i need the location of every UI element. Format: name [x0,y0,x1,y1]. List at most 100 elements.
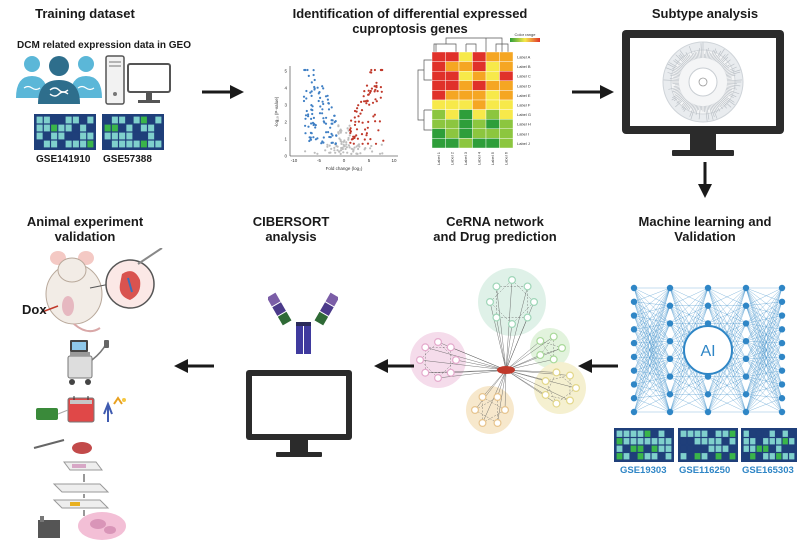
nn-edge [745,343,783,413]
nn-edge [745,287,783,395]
volcano-xlabel: Fold change (log₂) [326,166,363,171]
volcano-point [342,151,345,154]
heatmap-cell [445,80,460,91]
nn-node [666,284,674,292]
circos-tick [706,105,710,120]
heatmap-cell [445,99,460,110]
volcano-point [365,102,368,105]
nn-edge [745,358,783,413]
nn-node [704,284,712,292]
volcano-point [327,102,330,105]
circos-tick [725,90,733,94]
grid-cell [133,132,140,140]
volcano-point [344,147,347,151]
grid-cell [776,453,782,460]
nn-edge [633,287,671,342]
volcano-point [339,131,342,134]
circos-tick [667,63,682,72]
nn-edge [707,394,747,413]
volcano-xtick-label: -10 [291,158,298,163]
grid-cell [148,132,155,140]
grid-cell [51,124,58,132]
volcano-point [373,68,376,72]
nn-edge [633,329,671,342]
volcano-point [370,71,373,74]
grid-cell [43,116,50,124]
neural-network: AI [630,284,786,416]
cerna-edge [545,372,557,396]
nn-node [630,408,638,416]
grid-cell [750,438,756,445]
volcano-point [370,144,373,148]
volcano-point [324,95,328,98]
volcano-point [379,96,382,99]
grid-cell [637,453,644,460]
nn-edge [745,342,783,377]
computer-icon [105,55,171,105]
nn-node [704,373,712,380]
cerna-edge [474,409,498,424]
volcano-point [343,139,346,142]
volcano-point [369,147,372,150]
cerna-edge [489,301,513,325]
circos-tick [663,79,680,82]
volcano-point [354,120,357,123]
nn-edge [745,376,783,399]
cibersort-title-line1: CIBERSORT [252,214,330,229]
circos-tick [722,64,730,70]
grid-cell [126,132,133,140]
grid-cell [133,140,140,148]
circos-tick [667,72,680,77]
nn-edge [633,356,671,395]
animal-title-line2: validation [54,229,116,244]
arrow-right-icon [572,85,614,99]
circos-tick [714,50,722,62]
cerna-node [446,368,455,377]
circos-tick [673,85,680,87]
grid-cell [51,116,58,124]
nn-edge [745,305,783,344]
grid-cell [111,140,118,148]
grid-cell [687,430,694,437]
circos-tick [708,53,711,59]
volcano-point [367,120,370,123]
circos-tick [726,85,736,88]
nn-edge [633,287,671,413]
nn-node [742,391,750,398]
nn-edge [633,329,671,359]
nn-edge [633,287,671,399]
cerna-edge [505,369,546,396]
cerna-edge [437,359,457,379]
grid-cell [80,132,87,140]
circos-tick [696,52,699,59]
volcano-point [310,132,313,135]
grid-cell [769,430,775,437]
grid-cell [111,132,118,140]
grid-cell [665,430,672,437]
nn-edge [745,358,783,399]
grid-cell [140,132,147,140]
circos-tick [716,101,723,110]
heatmap-cell [445,118,460,129]
heatmap-cell [431,61,446,72]
nn-edge [633,329,671,377]
volcano-point [348,124,351,127]
western-blot-icon [36,396,126,423]
nn-edge [745,323,783,385]
nn-edge [707,287,747,306]
circos-tick [718,53,729,65]
volcano-point [330,106,333,109]
grid-cell [43,132,50,140]
volcano-point [345,146,348,149]
volcano-point [352,142,355,145]
grid-cell [623,438,630,445]
heatmap-cell [458,61,473,72]
cerna-edge [505,369,577,389]
volcano-point [307,74,310,77]
heatmap-cell [499,128,514,139]
volcano-point [310,81,313,84]
circos-tick [669,62,683,71]
nn-node [704,391,712,398]
grid-cell [715,453,722,460]
circos-tick [681,62,686,67]
